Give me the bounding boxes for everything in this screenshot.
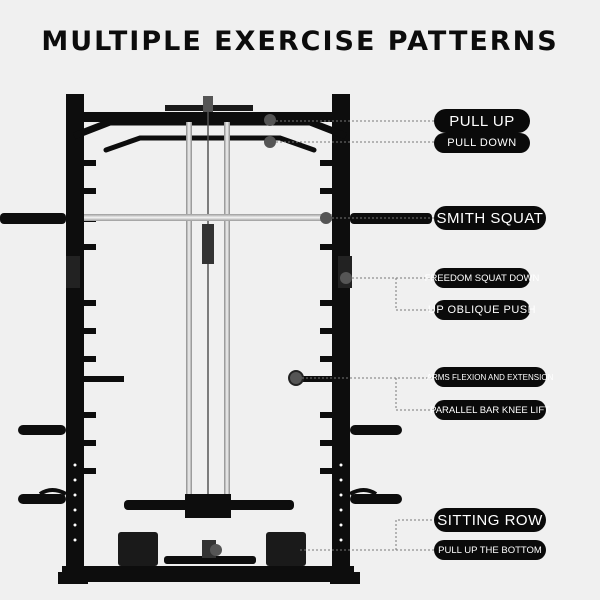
left-arm-handle xyxy=(84,376,124,382)
right-dip-handle-upper xyxy=(350,425,402,435)
label-pull-up: PULL UP xyxy=(434,109,530,133)
right-dip-arm xyxy=(349,488,378,496)
right-foot-pad xyxy=(266,532,306,566)
top-pulley xyxy=(203,96,213,112)
right-upright-hooks xyxy=(320,160,332,474)
cable-pulley xyxy=(202,224,214,264)
left-upright-hooks xyxy=(84,160,96,474)
label-smith-squat: SMITH SQUAT xyxy=(434,206,546,230)
right-upright xyxy=(332,94,350,580)
guide-rod-right xyxy=(224,122,230,502)
barbell-left-sleeve xyxy=(0,213,66,224)
floor-handle xyxy=(164,556,256,564)
page-title: MULTIPLE EXERCISE PATTERNS xyxy=(41,26,559,57)
left-foot-pad xyxy=(118,532,158,566)
right-dip-handle-lower xyxy=(350,494,402,504)
barbell-right-sleeve xyxy=(350,213,432,224)
upright-holes xyxy=(73,463,343,542)
base-frame xyxy=(62,566,354,582)
pull-up-bar xyxy=(72,118,348,140)
leader-lines xyxy=(276,120,436,551)
row-handle xyxy=(124,500,294,510)
label-pull-up-the-bottom: PULL UP THE BOTTOM xyxy=(434,540,546,560)
left-upright xyxy=(66,94,84,580)
left-dip-handle-lower xyxy=(18,494,66,504)
label-up-oblique-push: UP OBLIQUE PUSH xyxy=(428,300,536,320)
label-freedom-squat-down: FREEDOM SQUAT DOWN xyxy=(425,268,539,288)
barbell-shaft xyxy=(84,214,332,221)
right-arm-handle xyxy=(294,376,346,382)
lat-pulldown-bar xyxy=(103,135,317,153)
left-dip-arm xyxy=(38,488,67,496)
label-parallel-bar-knee-lift: PARALLEL BAR KNEE LIFT xyxy=(430,400,550,420)
left-dip-bracket xyxy=(66,256,80,288)
label-sitting-row: SITTING ROW xyxy=(434,508,546,532)
marker-dots xyxy=(210,114,352,556)
label-pull-down: PULL DOWN xyxy=(434,133,530,153)
guide-rod-left xyxy=(186,122,192,502)
label-arms-flexion-extension: ARMS FLEXION AND EXTENSION xyxy=(427,367,553,387)
left-dip-handle-upper xyxy=(18,425,66,435)
